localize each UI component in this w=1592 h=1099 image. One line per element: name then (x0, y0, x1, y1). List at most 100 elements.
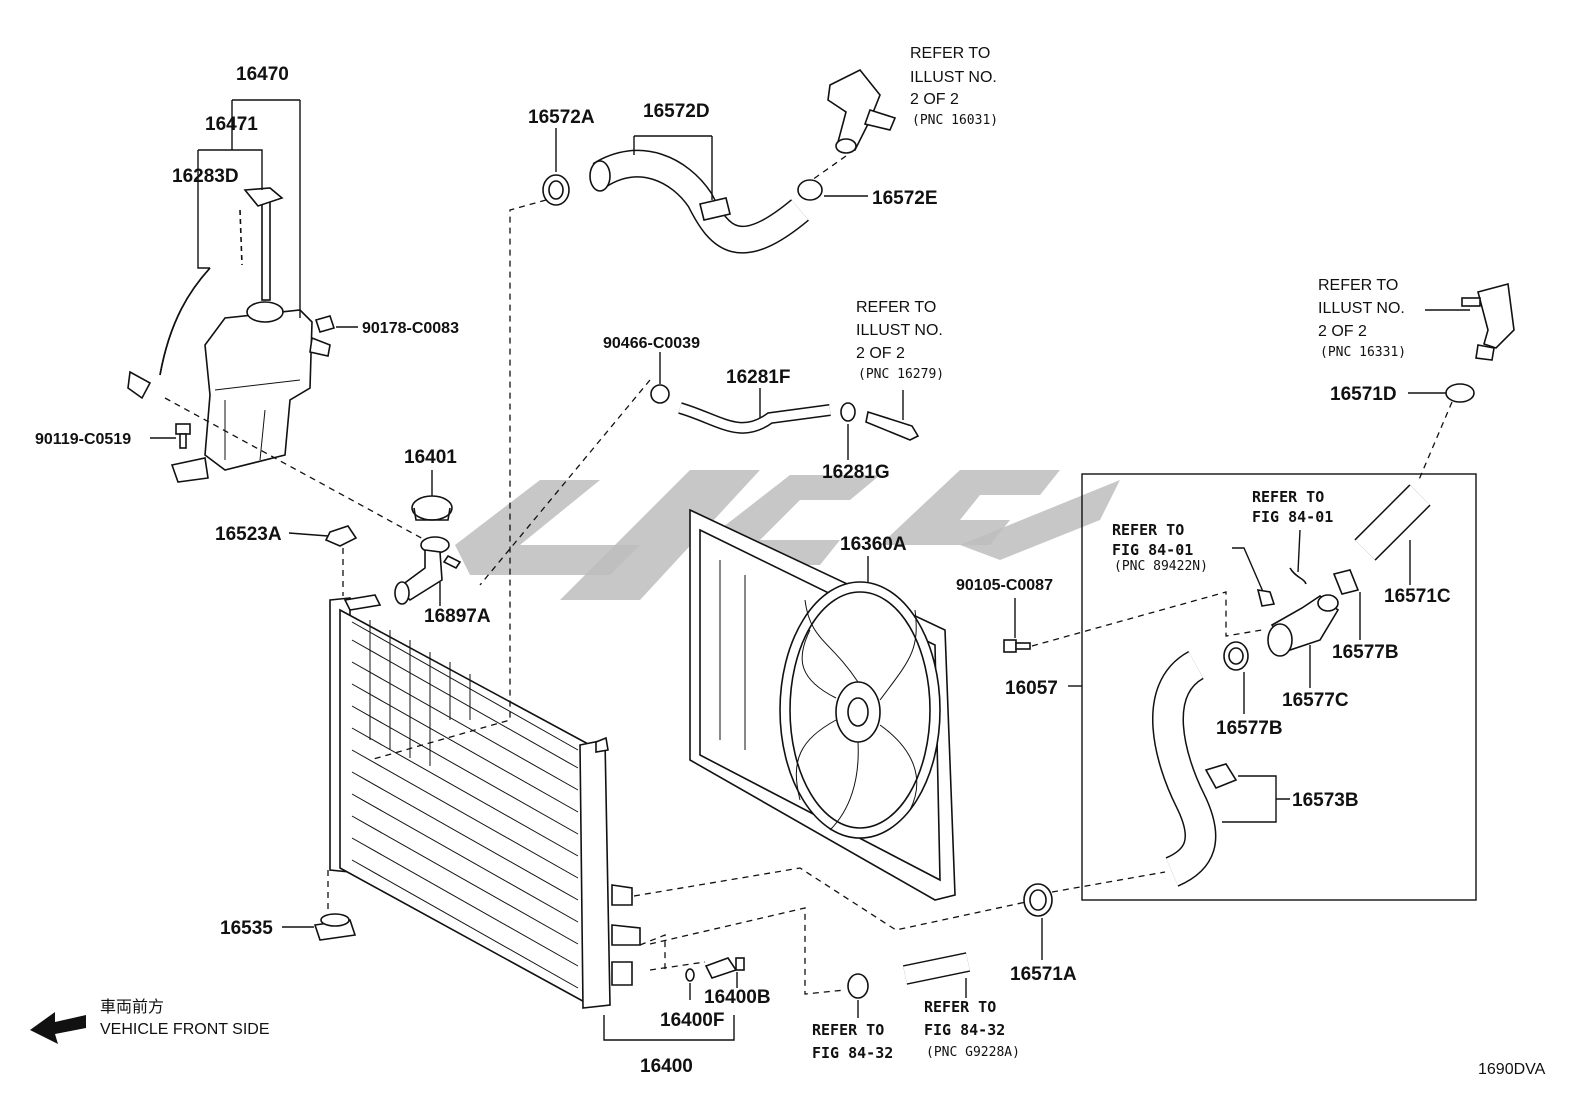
clamp-16577B-upper[interactable] (1332, 569, 1360, 595)
hose-16281F[interactable] (678, 402, 831, 434)
label-16571A: 16571A (1010, 964, 1077, 985)
svg-text:FIG 84-32: FIG 84-32 (812, 1044, 893, 1062)
connector-lower-hose (633, 867, 1166, 931)
ref-fig8401b: REFER TO FIG 84-01 (1252, 488, 1333, 526)
label-16470: 16470 (236, 64, 289, 85)
lower-hose-group-box (1081, 473, 1477, 901)
water-inlet-16331[interactable] (1461, 282, 1515, 361)
svg-text:REFER TO: REFER TO (924, 998, 996, 1016)
ref-fig8432a: REFER TO FIG 84-32 (812, 1021, 893, 1062)
svg-text:FIG 84-32: FIG 84-32 (924, 1021, 1005, 1039)
svg-text:REFER TO: REFER TO (1252, 488, 1324, 506)
connector-bolt (1031, 591, 1263, 647)
leader-16400 (603, 1015, 735, 1041)
hose-fitting-16279[interactable] (865, 410, 920, 441)
ref-pnc16331: REFER TO ILLUST NO. 2 OF 2 (PNC 16331) (1318, 277, 1406, 360)
label-16360A: 16360A (840, 534, 907, 555)
overflow-hose-16283D[interactable] (127, 187, 284, 400)
ref-thermostat: REFER TO ILLUST NO. 2 OF 2 (PNC 16031) (910, 45, 998, 128)
clamp-90466[interactable] (650, 384, 670, 404)
svg-text:2 OF 2: 2 OF 2 (910, 91, 959, 108)
clamp-16573B[interactable] (1204, 763, 1238, 790)
clamp-16572A[interactable] (542, 174, 570, 206)
label-16401: 16401 (404, 447, 457, 468)
leader-16523A (288, 532, 329, 537)
thermostat-housing[interactable] (827, 68, 897, 154)
radiator-16400[interactable] (329, 594, 641, 1009)
clamp-16577B-lower[interactable] (1223, 641, 1249, 671)
clamp-16572D[interactable] (699, 197, 731, 221)
reservoir-cap-16471[interactable] (261, 189, 271, 301)
label-16572A: 16572A (528, 107, 595, 128)
label-16571D: 16571D (1330, 384, 1397, 405)
leader-fig8401b (1297, 529, 1301, 573)
connector-thermostat (811, 155, 847, 181)
clamp-16571D[interactable] (1445, 383, 1475, 403)
svg-text:2 OF 2: 2 OF 2 (1318, 323, 1367, 340)
svg-text:(PNC 89422N): (PNC 89422N) (1114, 559, 1208, 574)
clamp-fig8432[interactable] (847, 973, 869, 999)
svg-text:(PNC 16279): (PNC 16279) (858, 367, 944, 382)
label-16471: 16471 (205, 114, 258, 135)
fan-shroud-16360A[interactable] (689, 508, 956, 901)
label-16572D: 16572D (643, 101, 710, 122)
o-ring-16400F[interactable] (685, 968, 695, 982)
svg-text:(PNC 16331): (PNC 16331) (1320, 345, 1406, 360)
svg-text:ILLUST NO.: ILLUST NO. (1318, 300, 1405, 317)
front-arrow-icon (30, 1012, 86, 1044)
radiator-cap-16401[interactable] (411, 495, 453, 521)
label-16571C: 16571C (1384, 586, 1451, 607)
svg-text:REFER TO: REFER TO (1112, 521, 1184, 539)
drain-plug-16400B[interactable] (704, 957, 745, 979)
bolt-90105[interactable] (1003, 639, 1031, 653)
upper-hose-16572D[interactable] (589, 149, 809, 254)
label-16400F: 16400F (660, 1010, 724, 1031)
svg-text:ILLUST NO.: ILLUST NO. (856, 322, 943, 339)
leader-16572D (633, 135, 713, 200)
cushion-16523A[interactable] (324, 525, 358, 547)
label-16400B: 16400B (704, 987, 771, 1008)
svg-text:REFER TO: REFER TO (812, 1021, 884, 1039)
label-16281G: 16281G (822, 462, 890, 483)
leader-16470 (231, 99, 301, 318)
label-16281F: 16281F (726, 367, 790, 388)
label-16400: 16400 (640, 1056, 693, 1077)
label-16535: 16535 (220, 918, 273, 939)
connector-upper-clamp (1417, 401, 1453, 483)
svg-text:REFER TO: REFER TO (1318, 277, 1398, 294)
pipe-16577C[interactable] (1267, 594, 1340, 657)
svg-text:REFER TO: REFER TO (856, 299, 936, 316)
bolt-90119[interactable] (175, 423, 191, 449)
lower-hose-16571C[interactable] (1354, 484, 1431, 561)
label-16523A: 16523A (215, 524, 282, 545)
clamp-16572E[interactable] (797, 179, 823, 201)
label-90466-C0039: 90466-C0039 (603, 335, 700, 352)
label-16573B: 16573B (1292, 790, 1359, 811)
clamp-16281G[interactable] (840, 402, 856, 422)
hose-g9228a[interactable] (902, 952, 971, 985)
svg-text:(PNC G9228A): (PNC G9228A) (926, 1045, 1020, 1060)
diagram-code: 1690DVA (1478, 1061, 1546, 1078)
svg-text:2 OF 2: 2 OF 2 (856, 345, 905, 362)
nut-90178[interactable] (314, 315, 336, 333)
svg-text:REFER TO: REFER TO (910, 45, 990, 62)
filler-neck-16897A[interactable] (394, 536, 462, 605)
lower-hose-16573B[interactable] (1152, 650, 1217, 887)
clamp-16571A[interactable] (1023, 883, 1053, 917)
ref-fig8432b: REFER TO FIG 84-32 (PNC G9228A) (924, 998, 1020, 1060)
label-16057: 16057 (1005, 678, 1058, 699)
label-16572E: 16572E (872, 188, 938, 209)
vehicle-front-japanese: 車両前方 (100, 998, 164, 1016)
label-90105-C0087: 90105-C0087 (956, 577, 1053, 594)
connector-drain (639, 934, 706, 971)
connector-reservoir-filler (164, 397, 426, 541)
cushion-16535[interactable] (313, 913, 357, 941)
label-16577C: 16577C (1282, 690, 1349, 711)
label-16577B-upper: 16577B (1332, 642, 1399, 663)
ref-fig8401a: REFER TO FIG 84-01 (PNC 89422N) (1112, 521, 1208, 574)
sensor-clip[interactable] (1256, 567, 1307, 607)
ref-hose16279: REFER TO ILLUST NO. 2 OF 2 (PNC 16279) (856, 299, 944, 382)
reservoir-tank[interactable] (170, 301, 331, 483)
